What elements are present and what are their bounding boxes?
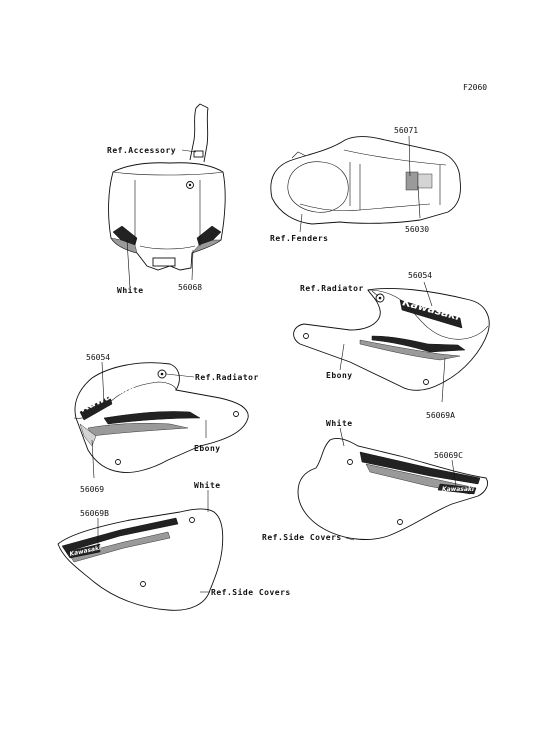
side-cover-right: Kawasaki bbox=[297, 437, 489, 540]
label-ref-fenders: Ref.Fenders bbox=[270, 234, 328, 243]
label-ebony-left: Ebony bbox=[194, 444, 221, 453]
label-56030: 56030 bbox=[405, 225, 429, 234]
side-cover-left-bolt-bottom bbox=[140, 581, 146, 587]
label-white-plate: White bbox=[117, 285, 144, 295]
shroud-right-bolt-left bbox=[303, 333, 309, 339]
fender-body bbox=[270, 136, 461, 225]
leader-56069a bbox=[441, 357, 446, 403]
plate-side-lines bbox=[134, 180, 201, 246]
leader-56069 bbox=[91, 439, 95, 479]
fender-decal-56030 bbox=[405, 171, 419, 191]
side-cover-left-body bbox=[57, 508, 224, 611]
side-cover-left-stripe-grey bbox=[69, 531, 171, 563]
leader-ref-radiator-right bbox=[371, 290, 379, 297]
leader-ref-radiator-left bbox=[165, 373, 195, 378]
front-number-plate bbox=[108, 103, 226, 271]
leader-white-plate bbox=[126, 239, 131, 289]
label-56069: 56069 bbox=[80, 485, 104, 494]
label-ref-radiator-left: Ref.Radiator bbox=[195, 372, 259, 382]
radiator-shroud-left: Kawasaki bbox=[73, 362, 249, 473]
leader-56054-right bbox=[423, 281, 433, 307]
leader-ref-accessory bbox=[181, 149, 197, 153]
label-56069c: 56069C bbox=[434, 451, 463, 460]
fender-cutout bbox=[287, 161, 349, 213]
plate-body bbox=[108, 162, 226, 271]
shroud-left-bolt-top-center bbox=[160, 372, 164, 376]
side-cover-right-logo: Kawasaki bbox=[442, 486, 475, 493]
plate-decal-left-grey bbox=[110, 237, 138, 254]
radiator-shroud-right: Kawasaki bbox=[293, 288, 490, 391]
side-cover-left: Kawasaki bbox=[57, 508, 224, 611]
leader-white-sidecover-right bbox=[339, 427, 345, 447]
label-ref-side-covers-right: Ref.Side Covers bbox=[262, 532, 342, 542]
side-cover-right-body bbox=[297, 437, 489, 540]
fender-verticals bbox=[349, 162, 441, 210]
leader-56068 bbox=[191, 249, 194, 281]
label-56054-right: 56054 bbox=[408, 271, 432, 280]
plate-top-lip bbox=[112, 171, 224, 176]
shroud-left-stripe-grey bbox=[87, 423, 189, 437]
label-56069a: 56069A bbox=[426, 411, 455, 420]
side-cover-left-bolt-top bbox=[189, 517, 195, 523]
leader-56030 bbox=[417, 185, 421, 219]
label-ref-radiator-right: Ref.Radiator bbox=[300, 283, 364, 293]
fender-tab bbox=[291, 151, 307, 159]
plate-bottom-slot bbox=[152, 257, 176, 267]
leader-ebony-right bbox=[339, 343, 345, 371]
label-white-sidecover-right: White bbox=[326, 418, 353, 428]
plate-decal-left-dark bbox=[112, 225, 138, 246]
fender-decal-56071 bbox=[417, 173, 433, 189]
label-56069b: 56069B bbox=[80, 509, 109, 518]
shroud-left-stripe-dark bbox=[103, 411, 201, 425]
shroud-right-inner-curve bbox=[367, 289, 489, 340]
plate-bolt-center bbox=[188, 183, 192, 187]
side-cover-right-logo-panel bbox=[437, 483, 477, 495]
side-cover-right-bolt-top bbox=[347, 459, 353, 465]
side-cover-right-stripe-dark bbox=[359, 451, 481, 485]
side-cover-left-logo-panel bbox=[65, 543, 101, 559]
shroud-right-bolt-bottom bbox=[423, 379, 429, 385]
plate-decal-right-dark bbox=[196, 225, 222, 246]
shroud-right-bolt-top-center bbox=[378, 296, 382, 300]
shroud-right-logo-panel bbox=[399, 299, 463, 329]
leader-56071 bbox=[408, 135, 411, 177]
plate-stem bbox=[189, 107, 209, 163]
label-56054-left: 56054 bbox=[86, 353, 110, 362]
shroud-right-stripe-dark bbox=[371, 335, 466, 353]
leader-56069c bbox=[451, 459, 457, 487]
label-ref-accessory: Ref.Accessory bbox=[107, 146, 176, 155]
label-56071: 56071 bbox=[394, 126, 418, 135]
label-white-sidecover-left: White bbox=[194, 480, 221, 490]
fender-ridges bbox=[299, 149, 447, 212]
shroud-left-bolt-right bbox=[233, 411, 239, 417]
accessory-strap bbox=[193, 150, 204, 158]
label-ebony-right: Ebony bbox=[326, 371, 353, 380]
figure-code: F2060 bbox=[463, 83, 487, 92]
leader-ref-side-covers-right bbox=[345, 537, 355, 541]
side-cover-right-bolt-bottom bbox=[397, 519, 403, 525]
shroud-right-stripe-grey bbox=[359, 339, 461, 361]
plate-stem-top bbox=[195, 103, 209, 109]
plate-bottom-curve bbox=[139, 245, 196, 250]
leader-ref-fenders bbox=[299, 213, 303, 233]
label-ref-side-covers-left: Ref.Side Covers bbox=[211, 587, 291, 597]
plate-decal-right-grey bbox=[191, 239, 222, 254]
leader-56054-left bbox=[101, 361, 105, 405]
shroud-left-bolt-bottom bbox=[115, 459, 121, 465]
rear-fender bbox=[270, 136, 461, 225]
label-56068: 56068 bbox=[178, 283, 202, 292]
